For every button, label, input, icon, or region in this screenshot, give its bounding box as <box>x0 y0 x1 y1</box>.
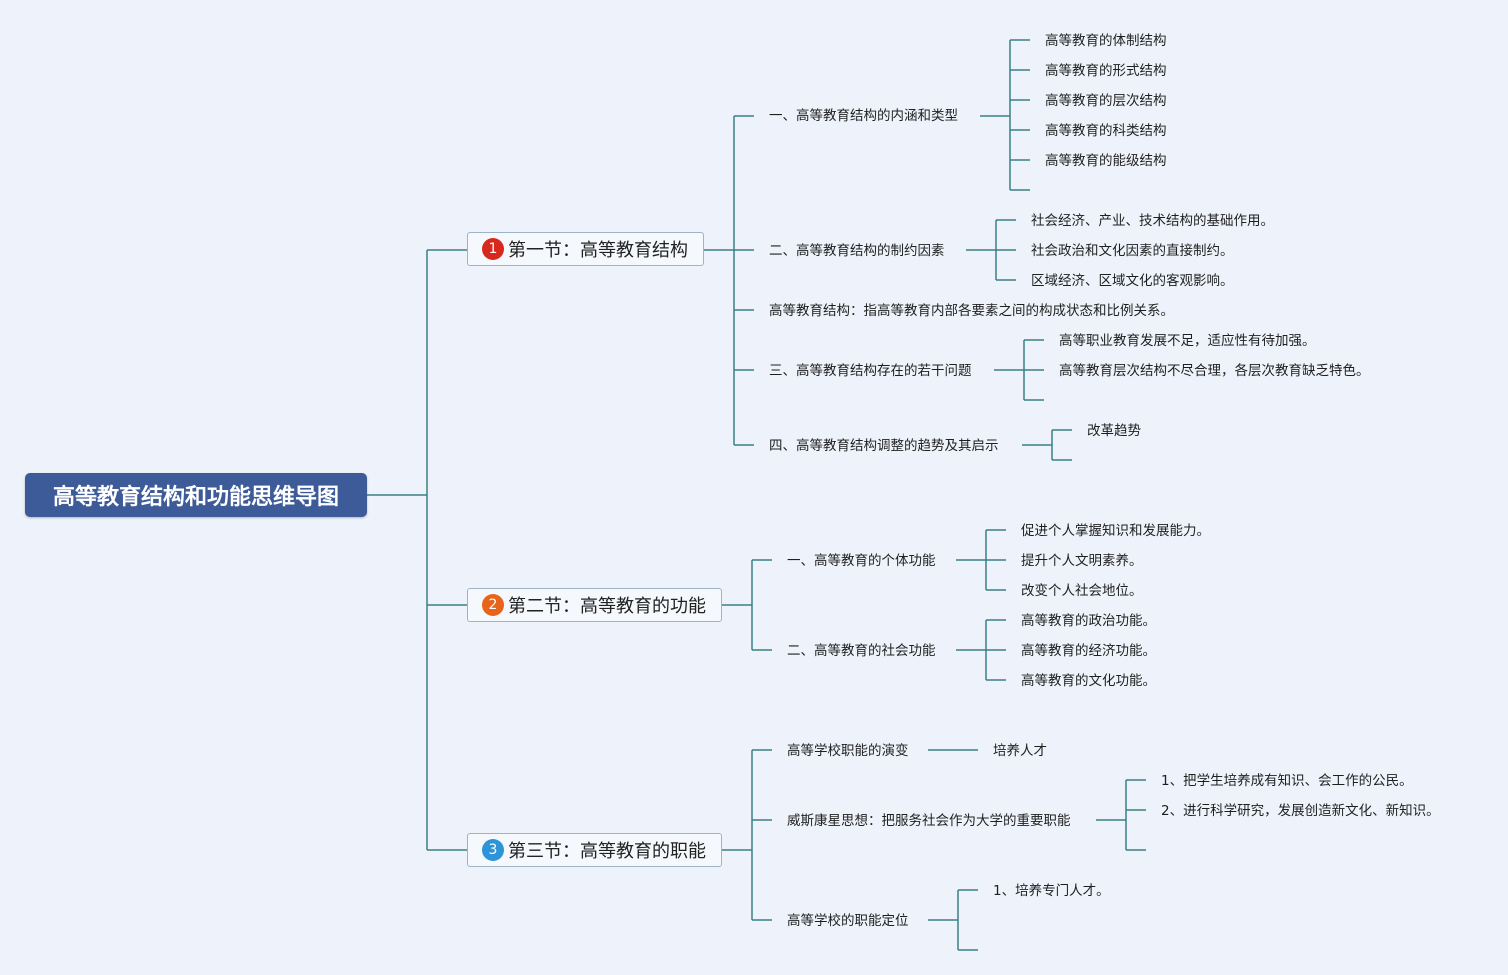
leaf-social-cultural[interactable]: 高等教育的文化功能。 <box>1021 673 1156 689</box>
leaf-problem-levels[interactable]: 高等教育层次结构不尽合理，各层次教育缺乏特色。 <box>1059 363 1370 379</box>
leaf-individual-knowledge[interactable]: 促进个人掌握知识和发展能力。 <box>1021 523 1210 539</box>
leaf-reform-trend[interactable]: 改革趋势 <box>1087 423 1141 439</box>
leaf-constraint-region[interactable]: 区域经济、区域文化的客观影响。 <box>1031 273 1234 289</box>
s3-topic-wisconsin[interactable]: 威斯康星思想：把服务社会作为大学的重要职能 <box>787 813 1071 829</box>
leaf-structure-discipline[interactable]: 高等教育的科类结构 <box>1045 123 1167 139</box>
section-1-node[interactable]: 1 第一节：高等教育结构 <box>467 232 704 266</box>
s1-topic-problems[interactable]: 三、高等教育结构存在的若干问题 <box>769 363 972 379</box>
section-2-node[interactable]: 2 第二节：高等教育的功能 <box>467 588 722 622</box>
section-2-label: 第二节：高等教育的功能 <box>508 596 706 617</box>
leaf-individual-status[interactable]: 改变个人社会地位。 <box>1021 583 1143 599</box>
s2-topic-individual[interactable]: 一、高等教育的个体功能 <box>787 553 936 569</box>
leaf-structure-capability[interactable]: 高等教育的能级结构 <box>1045 153 1167 169</box>
leaf-individual-literacy[interactable]: 提升个人文明素养。 <box>1021 553 1143 569</box>
s1-topic-connotation[interactable]: 一、高等教育结构的内涵和类型 <box>769 108 958 124</box>
section-3-label: 第三节：高等教育的职能 <box>508 841 706 862</box>
leaf-wisconsin-research[interactable]: 2、进行科学研究，发展创造新文化、新知识。 <box>1161 803 1440 819</box>
leaf-problem-vocational[interactable]: 高等职业教育发展不足，适应性有待加强。 <box>1059 333 1316 349</box>
leaf-specialized-talent[interactable]: 1、培养专门人才。 <box>993 883 1110 899</box>
section-3-node[interactable]: 3 第三节：高等教育的职能 <box>467 833 722 867</box>
leaf-social-political[interactable]: 高等教育的政治功能。 <box>1021 613 1156 629</box>
root-topic[interactable]: 高等教育结构和功能思维导图 <box>25 473 367 517</box>
s1-topic-trends[interactable]: 四、高等教育结构调整的趋势及其启示 <box>769 438 999 454</box>
leaf-constraint-politics[interactable]: 社会政治和文化因素的直接制约。 <box>1031 243 1234 259</box>
leaf-structure-form[interactable]: 高等教育的形式结构 <box>1045 63 1167 79</box>
badge-number-1: 1 <box>482 238 504 260</box>
s3-topic-evolution[interactable]: 高等学校职能的演变 <box>787 743 909 759</box>
s2-topic-social[interactable]: 二、高等教育的社会功能 <box>787 643 936 659</box>
s3-topic-positioning[interactable]: 高等学校的职能定位 <box>787 913 909 929</box>
leaf-structure-level[interactable]: 高等教育的层次结构 <box>1045 93 1167 109</box>
leaf-constraint-economy[interactable]: 社会经济、产业、技术结构的基础作用。 <box>1031 213 1274 229</box>
badge-number-2: 2 <box>482 594 504 616</box>
leaf-wisconsin-citizens[interactable]: 1、把学生培养成有知识、会工作的公民。 <box>1161 773 1413 789</box>
s1-topic-constraints[interactable]: 二、高等教育结构的制约因素 <box>769 243 945 259</box>
leaf-social-economic[interactable]: 高等教育的经济功能。 <box>1021 643 1156 659</box>
leaf-structure-system[interactable]: 高等教育的体制结构 <box>1045 33 1167 49</box>
leaf-cultivate-talent[interactable]: 培养人才 <box>993 743 1047 759</box>
section-1-label: 第一节：高等教育结构 <box>508 240 688 261</box>
s1-topic-definition[interactable]: 高等教育结构：指高等教育内部各要素之间的构成状态和比例关系。 <box>769 303 1174 319</box>
badge-number-3: 3 <box>482 839 504 861</box>
